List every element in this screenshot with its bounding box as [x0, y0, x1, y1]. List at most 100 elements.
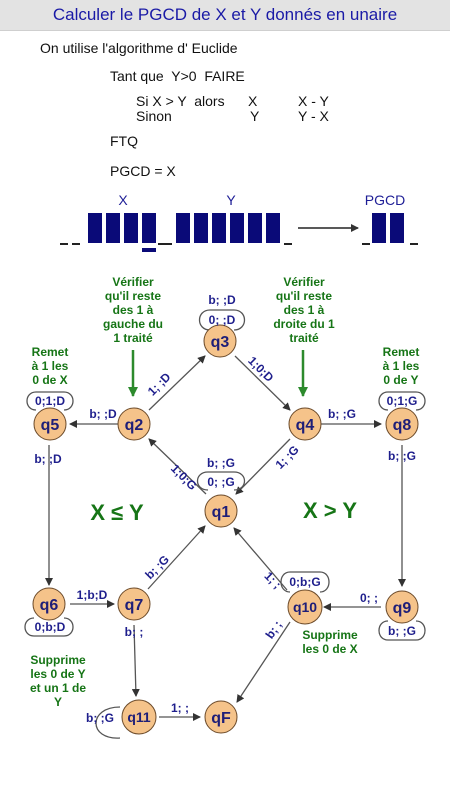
label-q8-q9: b; ;G	[388, 449, 416, 463]
svg-text:Remet: Remet	[32, 345, 69, 359]
svg-text:q3: q3	[211, 334, 230, 351]
algo-end: FTQ	[110, 133, 138, 149]
algo-else-x: Y	[250, 108, 260, 124]
tape-diagram: X Y PGCD	[60, 192, 418, 252]
edge-q4-q1	[235, 438, 291, 495]
algo-while: Tant que Y>0 FAIRE	[110, 68, 245, 84]
tape-cell-y	[194, 213, 208, 243]
svg-text:Y: Y	[54, 695, 62, 709]
svg-text:q9: q9	[393, 600, 412, 617]
edge-q7-q1	[147, 525, 206, 590]
svg-text:des 1 à: des 1 à	[113, 303, 154, 317]
edge-q10-qF	[236, 621, 291, 703]
svg-text:q1: q1	[212, 504, 231, 521]
tape-cell-x	[106, 213, 120, 243]
svg-text:qF: qF	[211, 710, 231, 727]
state-q8: q8	[385, 407, 419, 441]
label-q1-loop: 0; ;G	[207, 475, 234, 489]
svg-text:traité: traité	[289, 331, 319, 345]
label-q4-q1: 1; ;G	[273, 443, 302, 472]
algo-if-x: X	[248, 93, 258, 109]
svg-text:gauche du: gauche du	[103, 317, 163, 331]
note-remet-y: Remet à 1 les 0 de Y	[383, 345, 420, 387]
svg-text:les 0 de X: les 0 de X	[302, 642, 357, 656]
algo-if: Si X > Y alors	[136, 93, 225, 109]
tape-cell-y	[248, 213, 262, 243]
algo-else: Sinon	[136, 108, 172, 124]
label-q9-q10: 0; ;	[360, 591, 378, 605]
label-q8-loop: 0;1;G	[387, 394, 418, 408]
algo-result: PGCD = X	[110, 163, 176, 179]
state-q2: q2	[117, 407, 151, 441]
tape-cell-y	[230, 213, 244, 243]
label-q5-q6: b; ;D	[34, 452, 62, 466]
label-q10-qF: b; ;	[263, 618, 285, 641]
svg-text:Vérifier: Vérifier	[112, 275, 154, 289]
svg-text:q11: q11	[127, 709, 151, 725]
svg-text:à 1 les: à 1 les	[32, 359, 69, 373]
algo-if-y: X - Y	[298, 93, 329, 109]
label-q3-loop-top: b; ;D	[208, 293, 236, 307]
tape-label-x: X	[118, 192, 128, 208]
edge-q3-q4	[234, 355, 291, 411]
loop-q11	[95, 706, 121, 739]
note-left-check: Vérifier qu'il reste des 1 à gauche du 1…	[103, 275, 163, 345]
tape-cell-y	[266, 213, 280, 243]
note-remet-x: Remet à 1 les 0 de X	[32, 345, 69, 387]
label-q11-loop: b; ;G	[86, 711, 114, 725]
label-q1-q2: 1;0;G	[168, 461, 200, 493]
svg-text:1 traité: 1 traité	[113, 331, 153, 345]
svg-text:0 de X: 0 de X	[32, 373, 67, 387]
tape-cell-x	[124, 213, 138, 243]
edge-q7-q11	[131, 624, 140, 697]
svg-text:des 1 à: des 1 à	[284, 303, 325, 317]
loop-q10	[280, 571, 330, 593]
state-q10: q10	[287, 589, 323, 625]
edge-q2-q3	[148, 355, 206, 411]
label-q3-q4: 1;0;D	[245, 354, 276, 385]
region-label-right: X > Y	[303, 498, 357, 523]
svg-text:0 de Y: 0 de Y	[383, 373, 418, 387]
label-q4-q8: b; ;G	[328, 407, 356, 421]
edge-q1-q2	[148, 438, 207, 495]
svg-text:q4: q4	[296, 417, 315, 434]
loop-q5	[26, 391, 74, 411]
label-q3-loop: 0; ;D	[209, 313, 236, 327]
svg-text:Supprime: Supprime	[30, 653, 86, 667]
label-q5-loop: 0;1;D	[35, 394, 65, 408]
algo-else-y: Y - X	[298, 108, 329, 124]
states: q1 q2 q3 q4 q5 q6 q7 q8	[32, 324, 419, 735]
tape-label-pgcd: PGCD	[365, 192, 405, 208]
svg-text:q6: q6	[40, 597, 59, 614]
svg-text:et un 1 de: et un 1 de	[30, 681, 86, 695]
algo-intro: On utilise l'algorithme d' Euclide	[40, 40, 238, 56]
state-q4: q4	[288, 407, 322, 441]
svg-text:Supprime: Supprime	[302, 628, 358, 642]
tape-head-marker	[142, 248, 156, 252]
label-q2-q5: b; ;D	[89, 407, 117, 421]
note-supprime-y: Supprime les 0 de Y et un 1 de Y	[30, 653, 86, 709]
loop-q1	[196, 471, 246, 491]
svg-text:à 1 les: à 1 les	[383, 359, 420, 373]
svg-text:droite du 1: droite du 1	[273, 317, 335, 331]
edge-q10-q1	[233, 527, 288, 591]
page-title: Calculer le PGCD de X et Y donnés en una…	[52, 5, 398, 24]
svg-text:Vérifier: Vérifier	[283, 275, 325, 289]
svg-text:q2: q2	[125, 417, 144, 434]
tape-cell-y	[176, 213, 190, 243]
state-q6: q6	[32, 587, 66, 621]
svg-text:qu'il reste: qu'il reste	[105, 289, 162, 303]
annotations: Vérifier qu'il reste des 1 à gauche du 1…	[30, 275, 420, 709]
label-q9-loop: b; ;G	[388, 624, 416, 638]
svg-text:les 0 de Y: les 0 de Y	[30, 667, 85, 681]
state-q3: q3	[203, 324, 237, 358]
svg-text:qu'il reste: qu'il reste	[276, 289, 333, 303]
svg-text:Remet: Remet	[383, 345, 420, 359]
state-q9: q9	[385, 590, 419, 624]
note-supprime-x: Supprime les 0 de X	[302, 628, 358, 656]
title-bar: Calculer le PGCD de X et Y donnés en una…	[0, 0, 450, 31]
svg-text:q10: q10	[293, 599, 317, 615]
state-q11: q11	[121, 699, 157, 735]
label-q6-loop: 0;b;D	[35, 620, 66, 634]
